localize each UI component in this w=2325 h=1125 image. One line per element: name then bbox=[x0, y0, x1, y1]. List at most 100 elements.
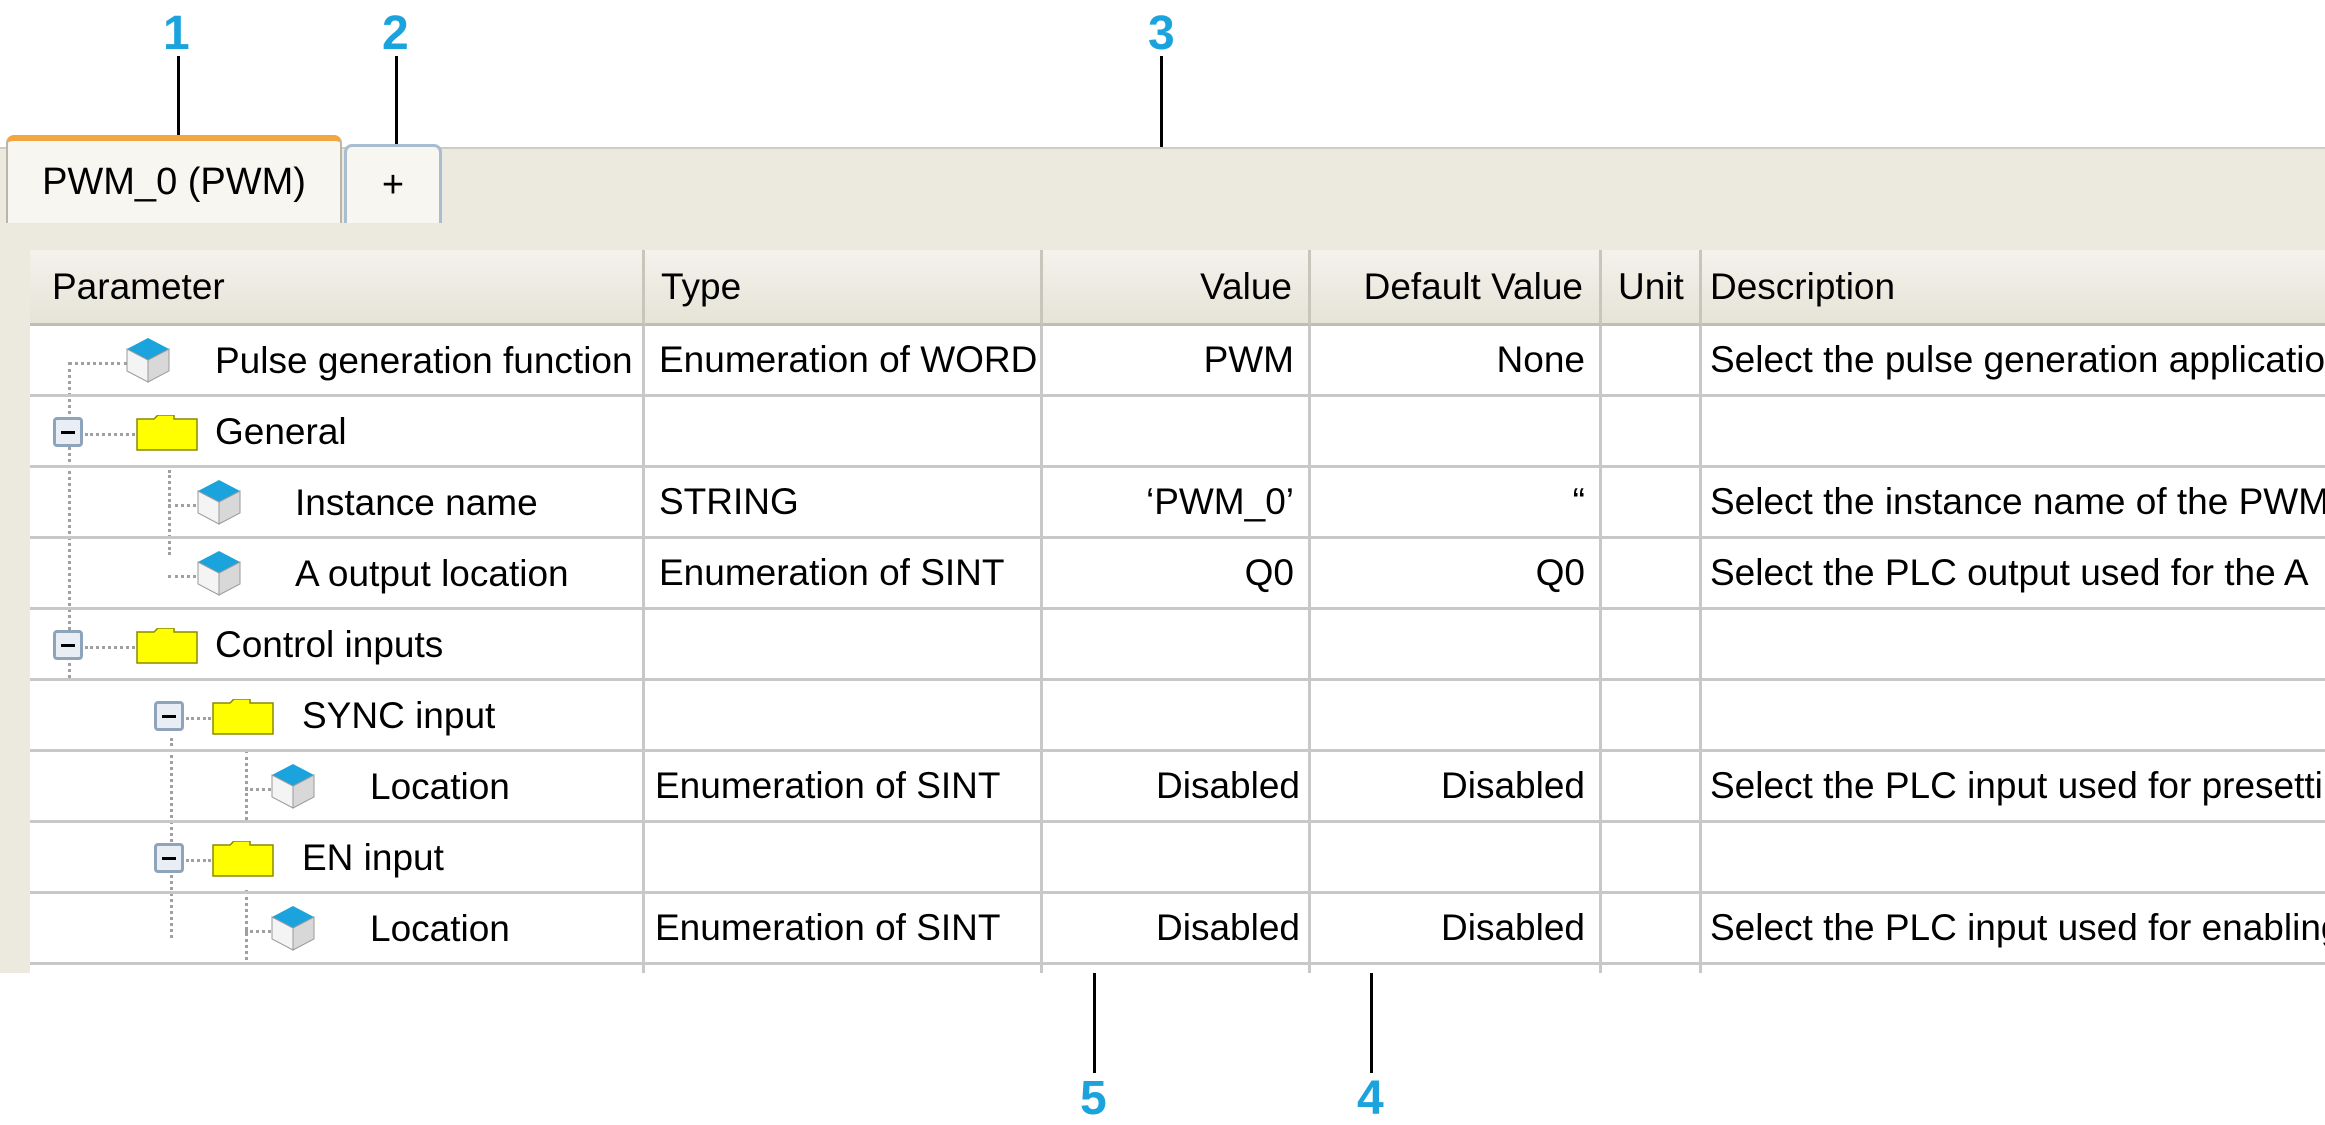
callout-1: 1 bbox=[163, 7, 190, 60]
type-cell: Enumeration of SINT bbox=[645, 752, 1043, 820]
value-cell[interactable]: Disabled bbox=[1043, 752, 1311, 820]
parameter-cell: Pulse generation function bbox=[30, 326, 645, 394]
default-value-cell bbox=[1311, 823, 1602, 891]
value-cell[interactable]: PWM bbox=[1043, 326, 1311, 394]
callout-1-leader bbox=[177, 56, 180, 160]
parameter-cell: Instance name bbox=[30, 468, 645, 536]
tree-line bbox=[186, 859, 211, 862]
description-cell: Select the PLC input used for enabling bbox=[1710, 907, 2325, 948]
folder-label: SYNC input bbox=[302, 695, 496, 736]
tree-line bbox=[85, 433, 135, 436]
collapse-icon[interactable] bbox=[154, 701, 184, 731]
table-row[interactable]: A output location Enumeration of SINT Q0… bbox=[30, 539, 2325, 610]
tree-line bbox=[170, 738, 173, 938]
column-header-description[interactable]: Description bbox=[1702, 250, 2325, 326]
parameter-label: A output location bbox=[295, 553, 569, 594]
type-cell bbox=[645, 681, 1043, 749]
default-value-cell bbox=[1311, 397, 1602, 465]
callout-5: 5 bbox=[1080, 1072, 1107, 1125]
default-value-cell bbox=[1311, 965, 1602, 973]
tree-line bbox=[168, 575, 208, 578]
type-cell bbox=[645, 965, 1043, 973]
folder-icon bbox=[136, 628, 198, 664]
folder-label: Control inputs bbox=[215, 624, 444, 665]
value-cell bbox=[1043, 681, 1311, 749]
parameter-cell: General bbox=[30, 397, 645, 465]
column-header-parameter[interactable]: Parameter bbox=[30, 250, 645, 326]
callout-2: 2 bbox=[382, 7, 409, 60]
column-header-unit[interactable]: Unit bbox=[1602, 250, 1702, 326]
parameter-cell: A output location bbox=[30, 539, 645, 607]
table-row bbox=[30, 965, 2325, 973]
column-header-type[interactable]: Type bbox=[645, 250, 1043, 326]
table-row[interactable]: Control inputs bbox=[30, 610, 2325, 681]
folder-icon bbox=[212, 699, 274, 735]
value-cell bbox=[1043, 610, 1311, 678]
value-cell[interactable]: Disabled bbox=[1043, 894, 1311, 962]
default-value-cell bbox=[1311, 681, 1602, 749]
description-cell: Select the PLC input used for presettin bbox=[1710, 765, 2325, 806]
unit-cell bbox=[1602, 468, 1702, 536]
table-row[interactable]: Instance name STRING ‘PWM_0’ “ Select th… bbox=[30, 468, 2325, 539]
callout-2-leader bbox=[395, 56, 398, 160]
collapse-icon[interactable] bbox=[53, 417, 83, 447]
folder-icon bbox=[136, 415, 198, 451]
type-cell: Enumeration of SINT bbox=[645, 539, 1043, 607]
parameter-cell: Location bbox=[30, 752, 645, 820]
unit-cell bbox=[1602, 539, 1702, 607]
description-cell bbox=[1702, 965, 2325, 973]
table-row[interactable]: Location Enumeration of SINT Disabled Di… bbox=[30, 894, 2325, 965]
table-row[interactable]: EN input bbox=[30, 823, 2325, 894]
add-tab-button[interactable]: + bbox=[344, 144, 442, 223]
callout-3: 3 bbox=[1148, 7, 1175, 60]
folder-label: General bbox=[215, 411, 347, 452]
collapse-icon[interactable] bbox=[53, 630, 83, 660]
default-value-cell bbox=[1311, 610, 1602, 678]
description-cell: Select the pulse generation application bbox=[1710, 339, 2325, 380]
unit-cell bbox=[1602, 681, 1702, 749]
default-value-cell: “ bbox=[1311, 468, 1602, 536]
cube-icon bbox=[197, 551, 241, 596]
cube-icon bbox=[126, 338, 170, 383]
type-cell: Enumeration of WORD bbox=[645, 326, 1043, 394]
parameter-cell: Location bbox=[30, 894, 645, 962]
callout-4: 4 bbox=[1357, 1072, 1384, 1125]
description-cell bbox=[1702, 823, 2325, 891]
type-cell bbox=[645, 610, 1043, 678]
tree-line bbox=[168, 504, 208, 507]
default-value-cell: None bbox=[1311, 326, 1602, 394]
parameter-label: Pulse generation function bbox=[215, 340, 633, 381]
parameter-grid: Parameter Type Value Default Value Unit … bbox=[30, 250, 2325, 973]
type-cell: STRING bbox=[645, 468, 1043, 536]
cube-icon bbox=[271, 906, 315, 951]
table-row[interactable]: General bbox=[30, 397, 2325, 468]
parameter-cell: Control inputs bbox=[30, 610, 645, 678]
column-header-default-value[interactable]: Default Value bbox=[1311, 250, 1602, 326]
table-row[interactable]: Location Enumeration of SINT Disabled Di… bbox=[30, 752, 2325, 823]
collapse-icon[interactable] bbox=[154, 843, 184, 873]
tree-line bbox=[168, 470, 171, 555]
unit-cell bbox=[1602, 894, 1702, 962]
tab-pwm-0[interactable]: PWM_0 (PWM) bbox=[6, 135, 342, 223]
default-value-cell: Q0 bbox=[1311, 539, 1602, 607]
unit-cell bbox=[1602, 610, 1702, 678]
tree-line bbox=[245, 788, 283, 791]
value-cell bbox=[1043, 965, 1311, 973]
table-row[interactable]: SYNC input bbox=[30, 681, 2325, 752]
tree-line bbox=[68, 362, 71, 678]
table-row[interactable]: Pulse generation function Enumeration of… bbox=[30, 326, 2325, 397]
value-cell[interactable]: ‘PWM_0’ bbox=[1043, 468, 1311, 536]
tree-line bbox=[186, 717, 211, 720]
tree-line bbox=[245, 750, 248, 820]
description-cell bbox=[1702, 681, 2325, 749]
column-header-value[interactable]: Value bbox=[1043, 250, 1311, 326]
grid-header: Parameter Type Value Default Value Unit … bbox=[30, 250, 2325, 326]
value-cell[interactable]: Q0 bbox=[1043, 539, 1311, 607]
description-cell: Select the PLC output used for the A bbox=[1710, 552, 2309, 593]
parameter-label: Location bbox=[370, 908, 510, 949]
default-value-cell: Disabled bbox=[1311, 752, 1602, 820]
folder-label: EN input bbox=[302, 837, 444, 878]
cube-icon bbox=[271, 764, 315, 809]
tree-line bbox=[245, 930, 283, 933]
parameter-label: Instance name bbox=[295, 482, 538, 523]
